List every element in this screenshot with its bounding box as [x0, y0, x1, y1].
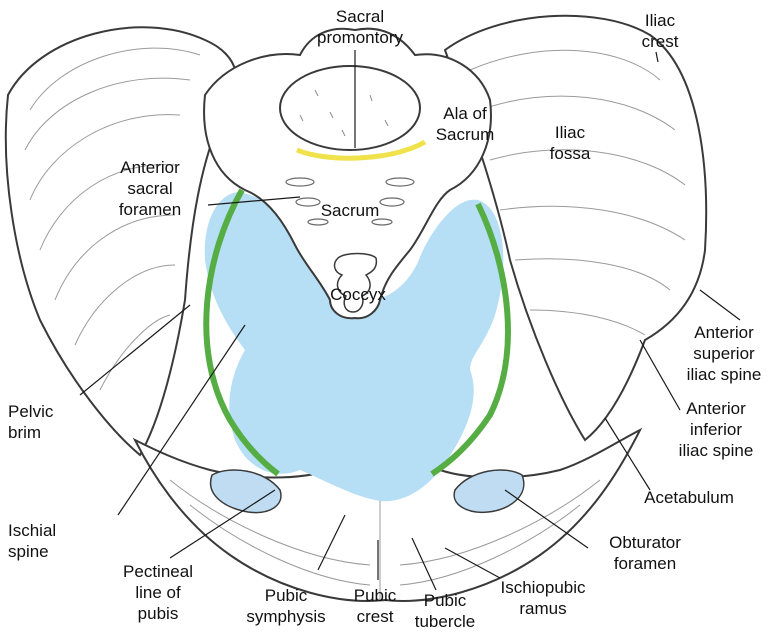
- label-iliac-crest: Iliac crest: [625, 10, 695, 52]
- label-sacrum: Sacrum: [307, 200, 393, 221]
- label-pelvic-brim: Pelvic brim: [8, 401, 78, 443]
- label-sacral-promontory: Sacral promontory: [305, 6, 415, 48]
- label-anterior-sacral-foramen: Anterior sacral foramen: [100, 157, 200, 220]
- left-ilium: [6, 27, 237, 455]
- label-pubic-tubercle: Pubic tubercle: [405, 590, 485, 632]
- label-pubic-crest: Pubic crest: [340, 585, 410, 627]
- label-iliac-fossa: Iliac fossa: [540, 122, 600, 164]
- label-anterior-superior-iliac-spine: Anterior superior iliac spine: [676, 322, 772, 385]
- label-pubic-symphysis: Pubic symphysis: [230, 585, 342, 627]
- sacral-body: [280, 66, 420, 150]
- label-anterior-inferior-iliac-spine: Anterior inferior iliac spine: [668, 398, 764, 461]
- label-obturator-foramen: Obturator foramen: [590, 532, 700, 574]
- label-ischiopubic-ramus: Ischiopubic ramus: [488, 577, 598, 619]
- label-acetabulum: Acetabulum: [630, 487, 748, 508]
- label-ala-of-sacrum: Ala of Sacrum: [425, 103, 505, 145]
- label-pectineal-line-of-pubis: Pectineal line of pubis: [110, 561, 206, 624]
- label-ischial-spine: Ischial spine: [8, 520, 78, 562]
- label-coccyx: Coccyx: [315, 284, 401, 305]
